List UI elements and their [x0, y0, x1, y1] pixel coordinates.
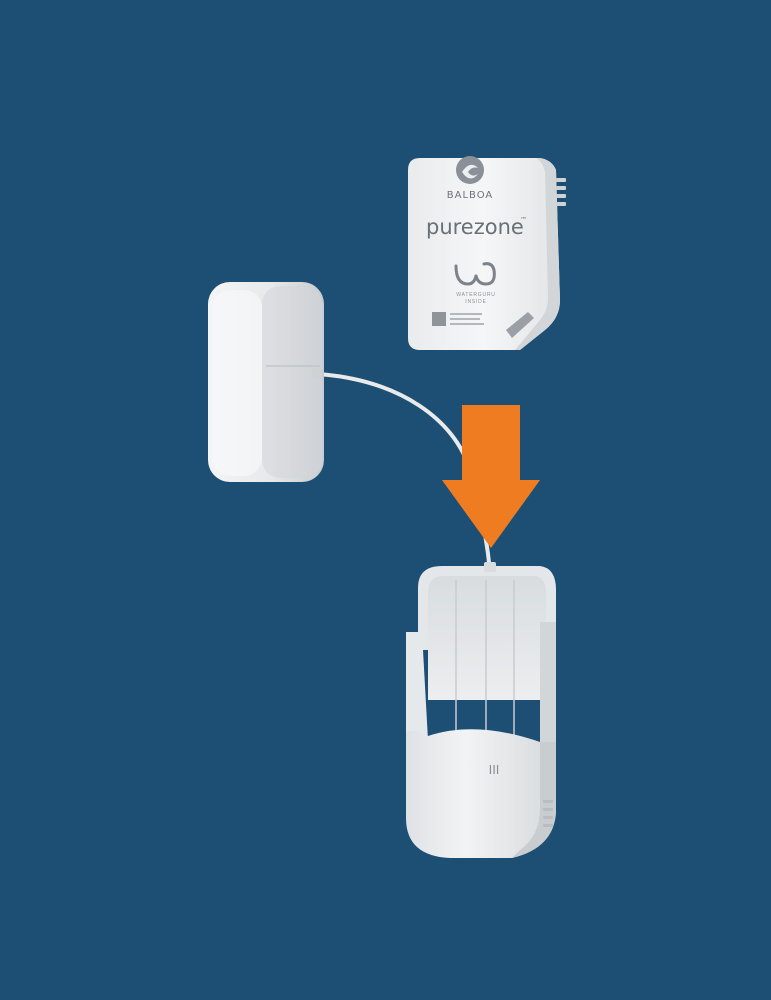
badge-line1: WATERGURU: [456, 292, 495, 298]
badge-line2: INSIDE: [465, 299, 486, 305]
qr-code: [432, 312, 446, 326]
serial-label: [450, 313, 484, 325]
waterguru-logo: [454, 262, 496, 286]
cartridge-holder: III: [406, 562, 556, 858]
balboa-logo: [456, 156, 484, 184]
trademark-text: ™: [520, 216, 527, 224]
sensor-pod: [208, 282, 324, 482]
brand-text: BALBOA: [447, 190, 494, 201]
insert-arrow: [442, 405, 540, 548]
product-text: purezone: [426, 215, 524, 239]
purezone-cartridge: BALBOA purezone ™ WATERGURU INSIDE: [408, 156, 566, 350]
side-grille: [543, 800, 553, 827]
vent-marks: III: [489, 762, 500, 777]
